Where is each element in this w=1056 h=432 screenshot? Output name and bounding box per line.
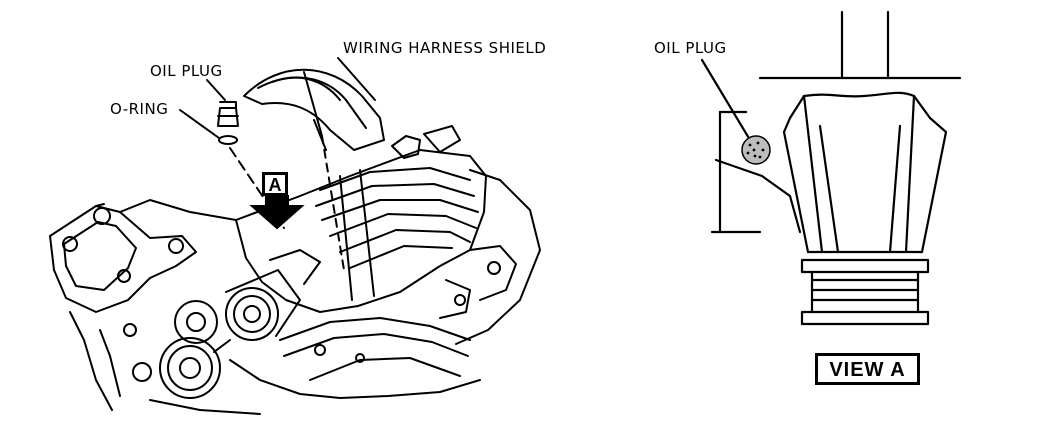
location-arrow-icon: [249, 195, 305, 230]
leader-oil-plug: [206, 79, 226, 101]
wiring-harness-shield-label: WIRING HARNESS SHIELD: [343, 39, 547, 57]
oil-plug-view-a: [741, 135, 771, 165]
lower-pipes: [69, 311, 481, 415]
view-a-caption: VIEW A: [815, 353, 920, 385]
valve-cover: [391, 125, 541, 345]
leader-wiring-harness-shield: [337, 57, 376, 101]
drive-pulleys: [123, 269, 301, 399]
shield-mount-line: [321, 135, 345, 271]
oil-plug-label: OIL PLUG: [150, 62, 223, 80]
view-a-illustration: [700, 10, 962, 326]
wiring-harness-shield-part: [243, 68, 385, 151]
oil-plug-part: [217, 101, 239, 127]
accessory-bracket: [49, 199, 237, 313]
callout-a-box: A: [262, 172, 288, 196]
o-ring-part: [218, 135, 238, 145]
oil-plug-view-a-label: OIL PLUG: [654, 39, 727, 57]
leader-o-ring: [179, 109, 220, 139]
o-ring-label: O-RING: [110, 100, 169, 118]
intake-body: [235, 149, 487, 313]
